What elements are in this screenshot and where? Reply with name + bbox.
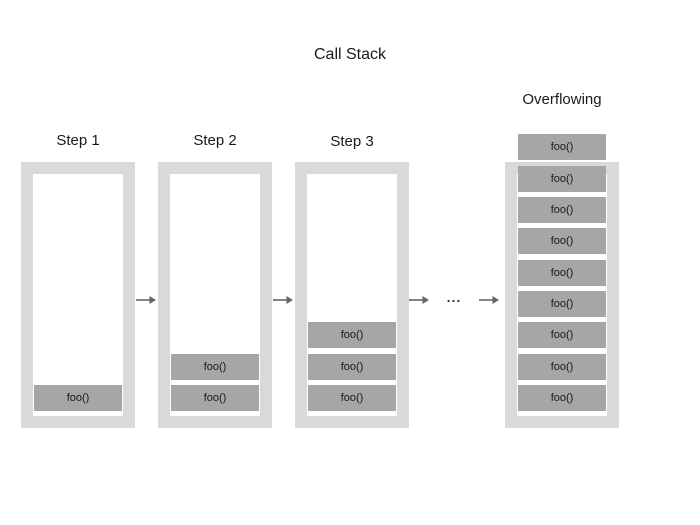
stack-item: foo() <box>518 385 606 411</box>
stack-item: foo() <box>518 353 606 380</box>
stack-interior: foo() foo() foo() foo() foo() foo() foo() foo()… <box>517 134 607 416</box>
stack-item: foo() <box>518 259 606 286</box>
column-title-step-3: Step 3 <box>330 133 374 150</box>
stack-interior: foo() foo() foo() <box>307 174 397 416</box>
stack-item: foo() <box>518 228 606 255</box>
arrow-right-icon <box>136 296 156 304</box>
column-title-step-2: Step 2 <box>193 132 237 149</box>
stack-item: foo() <box>34 385 122 411</box>
stack-item: foo() <box>518 197 606 224</box>
diagram-title: Call Stack <box>313 46 387 63</box>
arrow-right-icon <box>409 296 429 304</box>
stack-frame-step-1: foo() <box>21 162 135 428</box>
stack-item: foo() <box>518 291 606 318</box>
ellipsis: ... <box>446 289 462 305</box>
stack-interior: foo() foo() <box>170 174 260 416</box>
stack-item: foo() <box>308 385 396 411</box>
arrow-right-icon <box>273 296 293 304</box>
stack-frame-step-2: foo() foo() <box>158 162 272 428</box>
stack-frame-overflowing: foo() foo() foo() foo() foo() foo() foo() foo()… <box>505 134 619 428</box>
stack-item: foo() <box>308 353 396 380</box>
arrow-right-icon <box>479 296 499 304</box>
stack-item: foo() <box>308 322 396 349</box>
stack-frame-step-3: foo() foo() foo() <box>295 162 409 428</box>
column-title-overflowing: Overflowing <box>522 91 602 108</box>
stack-item: foo() <box>518 134 606 161</box>
column-title-step-1: Step 1 <box>56 132 100 149</box>
stack-interior: foo() <box>33 174 123 416</box>
stack-item: foo() <box>518 165 606 192</box>
stack-item: foo() <box>171 353 259 380</box>
stack-item: foo() <box>171 385 259 411</box>
stack-item: foo() <box>518 322 606 349</box>
